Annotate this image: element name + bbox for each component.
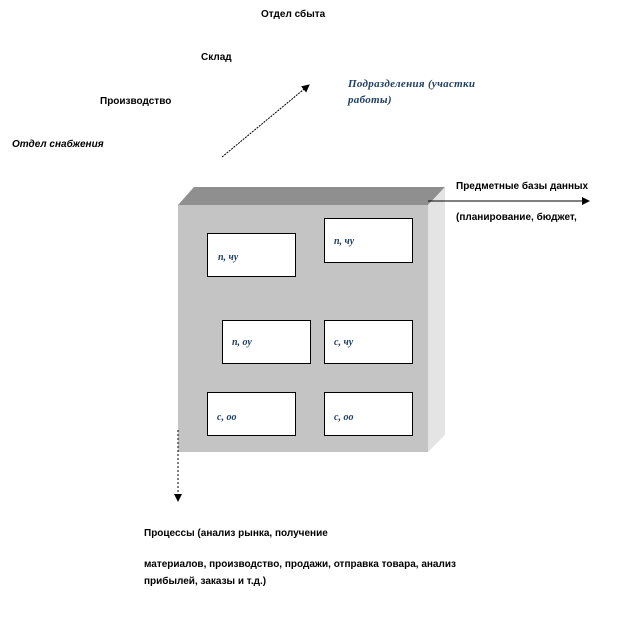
cell-1: п, чу: [207, 233, 296, 277]
units-axis-label: Подразделения (участки работы): [348, 78, 476, 106]
cube-top-face: [178, 187, 445, 205]
cube-side-face: [428, 187, 445, 452]
cell-2-label: п, чу: [334, 236, 355, 247]
cell-6: с, оо: [324, 392, 413, 436]
processes-line-1: Процесcы (анализ рынка, получение: [144, 528, 328, 539]
cell-2: п, чу: [324, 218, 413, 263]
processes-line-3: прибылей, заказы и т.д.): [144, 576, 267, 587]
cell-3-label: п, оу: [232, 337, 252, 348]
cell-6-label: с, оо: [334, 412, 354, 423]
units-axis-arrow: [221, 84, 310, 158]
cell-1-label: п, чу: [218, 252, 239, 263]
cell-5-label: с, оо: [217, 412, 237, 423]
production-label: Производство: [100, 96, 172, 107]
cell-5: с, оо: [207, 392, 296, 436]
supply-dept-label: Отдел снабжения: [12, 139, 104, 150]
warehouse-label: Склад: [201, 52, 232, 63]
processes-line-2: материалов, производство, продажи, отпра…: [144, 559, 456, 570]
cell-3: п, оу: [222, 320, 311, 364]
sales-dept-label: Отдел сбыта: [261, 9, 326, 20]
cell-4: с, чу: [324, 320, 413, 364]
cell-4-label: с, чу: [334, 337, 354, 348]
subject-db-detail: (планирование, бюджет,: [456, 212, 577, 223]
subject-db-title: Предметные базы данных: [456, 181, 589, 192]
